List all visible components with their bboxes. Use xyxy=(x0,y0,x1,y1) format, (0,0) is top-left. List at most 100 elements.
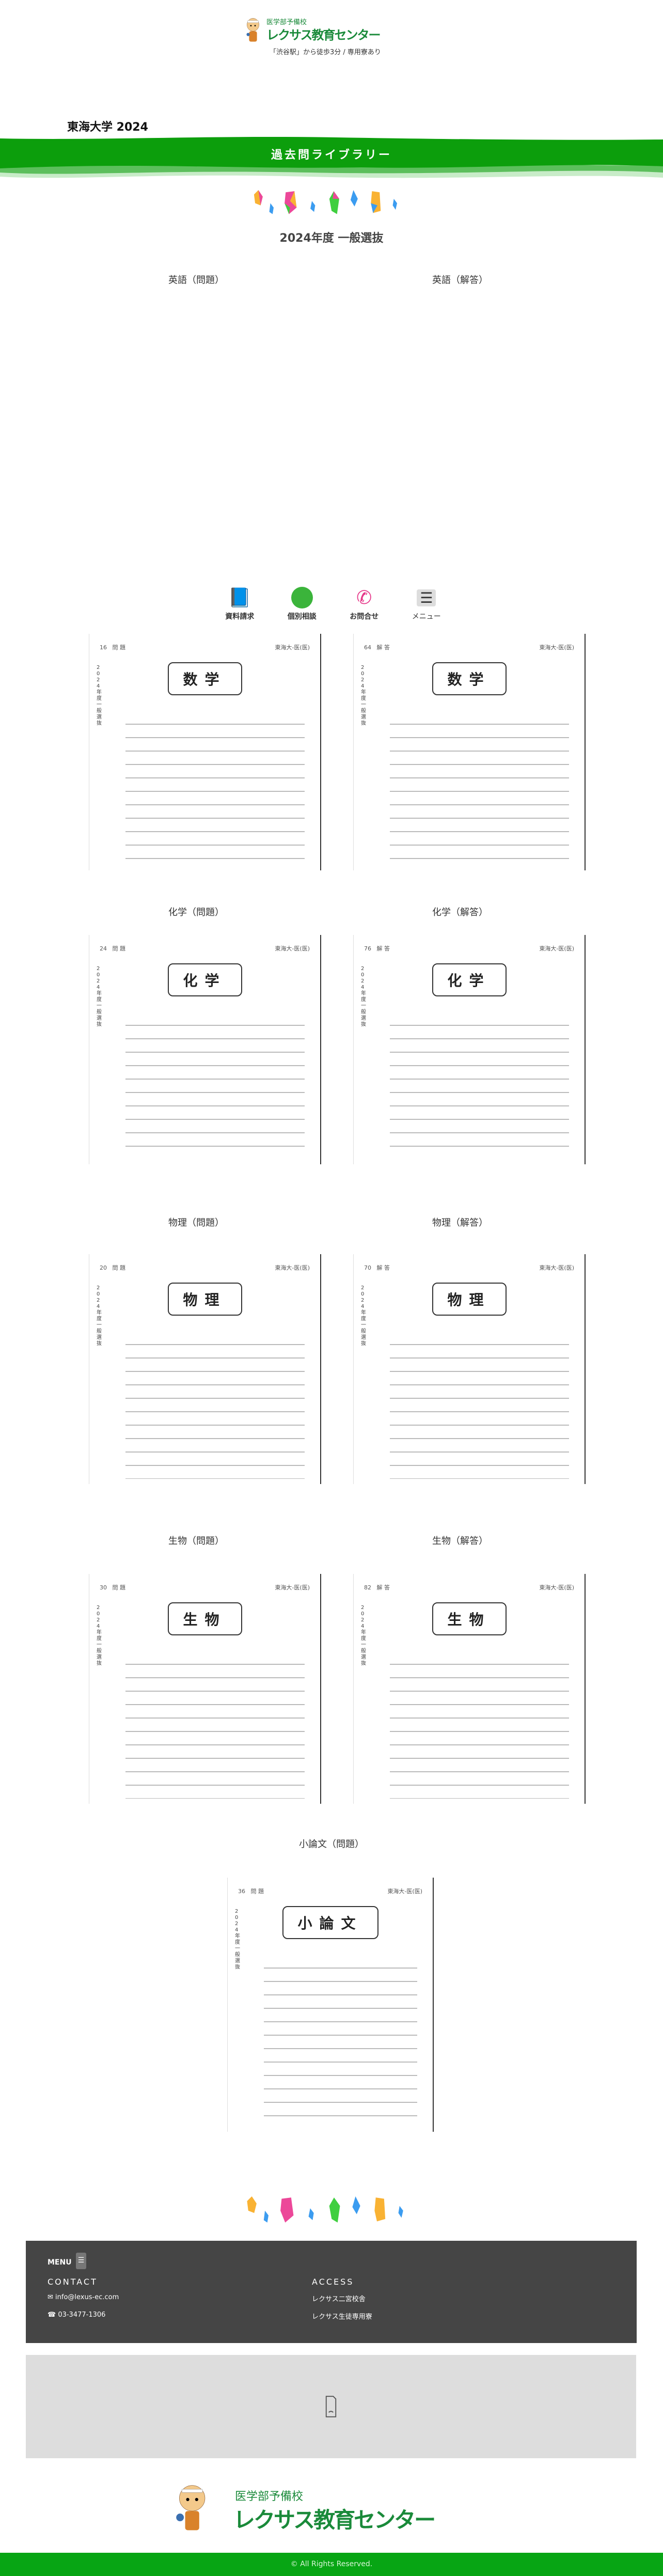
menu-icon: ☰ xyxy=(404,584,450,611)
doc-kind: 問 題 xyxy=(250,1888,264,1895)
menu-icon: ☰ xyxy=(77,2256,85,2265)
doc-header: 16 問 題東海大-医(医) xyxy=(100,643,310,651)
map-embed-placeholder[interactable] xyxy=(26,2355,636,2458)
footer-menu-label: MENU xyxy=(48,2258,72,2267)
doc-header: 24 問 題東海大-医(医) xyxy=(100,944,310,953)
doc-page-number: 76 xyxy=(364,945,371,952)
footer-logo[interactable]: 医学部予備校 レクサス教育センター xyxy=(176,2482,485,2534)
doc-side-label: 2024年度 一般選抜 xyxy=(361,665,366,726)
exam-document-image[interactable]: 70 解 答東海大-医(医) 2024年度 一般選抜 物理 xyxy=(353,1254,586,1484)
doc-page-number: 70 xyxy=(364,1264,371,1271)
nav-label: 個別相談 xyxy=(287,613,317,621)
doc-header-right: 東海大-医(医) xyxy=(275,644,310,651)
exam-document-image[interactable]: 30 問 題東海大-医(医) 2024年度 一般選抜 生物 xyxy=(89,1574,321,1804)
doc-header: 30 問 題東海大-医(医) xyxy=(100,1583,310,1591)
doc-label: 英語（問題） xyxy=(168,275,224,286)
doc-header: 64 解 答 東海大-医(医) xyxy=(364,643,574,651)
nav-label: お問合せ xyxy=(350,613,379,621)
doc-subject-title: 数学 xyxy=(167,662,242,695)
footer-menu-button[interactable]: ☰ xyxy=(76,2253,86,2269)
doc-text-lines xyxy=(390,1337,569,1479)
doc-header-right: 東海大-医(医) xyxy=(539,644,574,651)
mail-icon: ✉ xyxy=(48,2293,56,2301)
doc-kind: 解 答 xyxy=(376,644,390,651)
doc-side-label: 2024年度 一般選抜 xyxy=(97,1605,102,1666)
doc-page-number: 20 xyxy=(100,1264,107,1271)
doc-subject-title: 化学 xyxy=(167,963,242,996)
access-link-ninomiya[interactable]: レクサス二宮校舎 xyxy=(312,2296,366,2303)
contact-title: CONTACT xyxy=(48,2277,98,2287)
doc-kind: 解 答 xyxy=(376,945,390,952)
doc-text-lines xyxy=(390,1657,569,1799)
contact-button[interactable]: ✆ お問合せ xyxy=(341,584,387,626)
doc-header-right: 東海大-医(医) xyxy=(539,945,574,952)
doc-header-right: 東海大-医(医) xyxy=(275,1264,310,1271)
doc-page-number: 30 xyxy=(100,1584,107,1591)
doc-side-label: 2024年度 一般選抜 xyxy=(361,966,366,1027)
doc-kind: 問 題 xyxy=(112,945,126,952)
site-logo[interactable]: 医学部予備校 レクサス教育センター 「渋谷駅」から徒歩3分 / 専用寮あり xyxy=(243,14,423,58)
access-link-dormitory[interactable]: レクサス生徒専用寮 xyxy=(312,2313,372,2321)
exam-document-image[interactable]: 20 問 題 東海大-医(医) 2024年度 一般選抜 物理 xyxy=(89,1254,321,1484)
exam-document-image[interactable]: 76 解 答 東海大-医(医) 2024年度 一般選抜 化学 xyxy=(353,935,586,1164)
email-link[interactable]: ✉ info@lexus-ec.com xyxy=(48,2293,119,2301)
doc-side-label: 2024年度 一般選抜 xyxy=(97,665,102,726)
doc-subject-title: 小論文 xyxy=(282,1906,378,1939)
doc-subject-title: 生物 xyxy=(167,1602,242,1635)
doc-header-right: 東海大-医(医) xyxy=(539,1584,574,1591)
doc-kind: 解 答 xyxy=(376,1584,390,1591)
doc-label: 生物（問題） xyxy=(168,1536,224,1547)
exam-document-image[interactable]: 64 解 答 東海大-医(医) 2024年度 一般選抜 数学 xyxy=(353,634,586,870)
chat-icon xyxy=(279,584,325,611)
doc-text-lines xyxy=(125,1337,305,1479)
doc-text-lines xyxy=(125,1657,305,1799)
section-title: 2024年度 一般選抜 xyxy=(279,232,384,245)
doc-text-lines xyxy=(125,1018,305,1159)
page-title: 東海大学 2024 xyxy=(67,121,148,134)
doc-header: 70 解 答東海大-医(医) xyxy=(364,1263,574,1272)
doc-subject-title: 物理 xyxy=(167,1283,242,1316)
exam-document-image[interactable]: 16 問 題東海大-医(医) 2024年度 一般選抜 数学 xyxy=(89,634,321,870)
copyright: © All Rights Reserved. xyxy=(0,2553,663,2576)
doc-subject-title: 数学 xyxy=(432,662,507,695)
band-title: 過去問ライブラリー xyxy=(271,149,392,162)
doc-label: 化学（問題） xyxy=(168,907,224,918)
exam-document-image[interactable]: 82 解 答東海大-医(医) 2024年度 一般選抜 生物 xyxy=(353,1574,586,1804)
doc-kind: 問 題 xyxy=(112,644,126,651)
doc-side-label: 2024年度 一般選抜 xyxy=(97,966,102,1027)
doc-text-lines xyxy=(125,716,305,865)
doc-label: 物理（解答） xyxy=(432,1217,488,1228)
email-text: info@lexus-ec.com xyxy=(55,2293,119,2301)
doc-header: 76 解 答 東海大-医(医) xyxy=(364,944,574,953)
doc-text-lines xyxy=(264,1960,417,2127)
doc-side-label: 2024年度 一般選抜 xyxy=(361,1285,366,1347)
phone-text: 03-3477-1306 xyxy=(58,2311,106,2319)
nav-label: 資料請求 xyxy=(225,613,255,621)
nav-label: メニュー xyxy=(412,613,441,621)
consultation-button[interactable]: 個別相談 xyxy=(279,584,325,626)
floating-nav: 📘 資料請求 個別相談 ✆ お問合せ ☰ メニュー xyxy=(217,584,449,626)
book-icon: 📘 xyxy=(228,587,251,608)
mascot-icon xyxy=(246,18,259,42)
exam-document-image[interactable]: 36 問 題東海大-医(医) 2024年度 一般選抜 小論文 xyxy=(227,1878,434,2132)
mascot-icon xyxy=(176,2485,206,2531)
doc-subject-title: 化学 xyxy=(432,963,507,996)
doc-kind: 問 題 xyxy=(112,1264,126,1271)
doc-page-number: 64 xyxy=(364,644,371,651)
phone-link[interactable]: ☎ 03-3477-1306 xyxy=(48,2311,105,2319)
broken-document-icon xyxy=(325,2396,337,2417)
doc-header-right: 東海大-医(医) xyxy=(275,1584,310,1591)
phone-icon: ☎ xyxy=(48,2311,58,2319)
phone-icon: ✆ xyxy=(356,587,372,608)
logo-tagline: 「渋谷駅」から徒歩3分 / 専用寮あり xyxy=(270,49,381,56)
logo-subtitle: 医学部予備校 xyxy=(235,2490,304,2503)
menu-button[interactable]: ☰ メニュー xyxy=(404,584,450,626)
doc-side-label: 2024年度 一般選抜 xyxy=(97,1285,102,1347)
logo-title: レクサス教育センター xyxy=(266,28,381,42)
doc-header: 20 問 題 東海大-医(医) xyxy=(100,1263,310,1272)
decorative-gems xyxy=(254,190,398,214)
exam-document-image[interactable]: 24 問 題東海大-医(医) 2024年度 一般選抜 化学 xyxy=(89,935,321,1164)
doc-header-right: 東海大-医(医) xyxy=(539,1264,574,1271)
request-materials-button[interactable]: 📘 資料請求 xyxy=(217,584,263,626)
doc-text-lines xyxy=(390,1018,569,1159)
